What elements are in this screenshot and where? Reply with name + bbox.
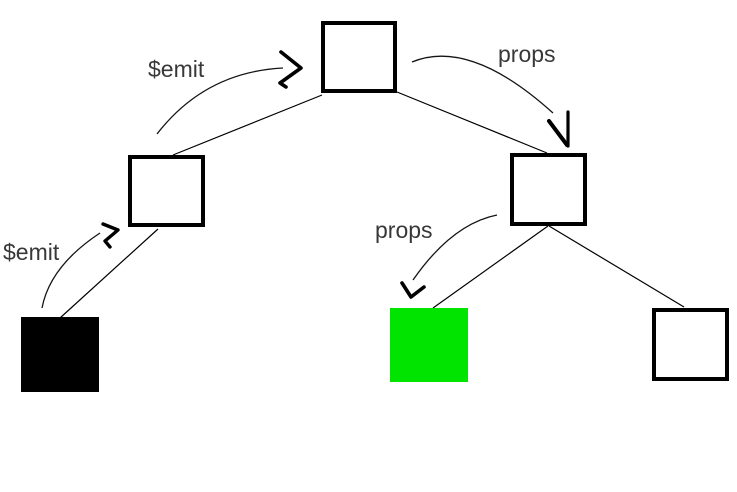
green-leaf-component-node [390,308,468,382]
props-middle-arrow-curve [412,214,498,281]
edge-root-to-left-child [172,94,323,156]
props-top-label: props [498,41,556,67]
props-middle-label: props [375,217,433,243]
white-leaf-component-node [652,308,729,381]
edge-root-to-right-child [396,91,548,154]
emit-bottom-arrowhead-icon [101,222,120,249]
emit-bottom-label: $emit [3,239,60,265]
emit-bottom-arrow-curve [41,232,101,309]
emit-top-arrowhead-icon [278,50,303,89]
props-middle-arrowhead-icon [400,281,426,299]
emit-top-arrow-curve [156,67,284,135]
edge-right-child-to-green-node [432,225,549,309]
right-child-component-node [510,153,587,226]
edge-right-child-to-white-leaf [548,225,685,308]
props-top-arrowhead-diagonal [547,119,569,147]
edge-left-child-to-black-node [59,228,159,319]
black-leaf-component-node [21,317,99,392]
emit-top-label: $emit [148,56,205,82]
left-child-component-node [128,155,205,227]
root-component-node [321,21,397,93]
props-top-arrow-curve [411,55,554,114]
